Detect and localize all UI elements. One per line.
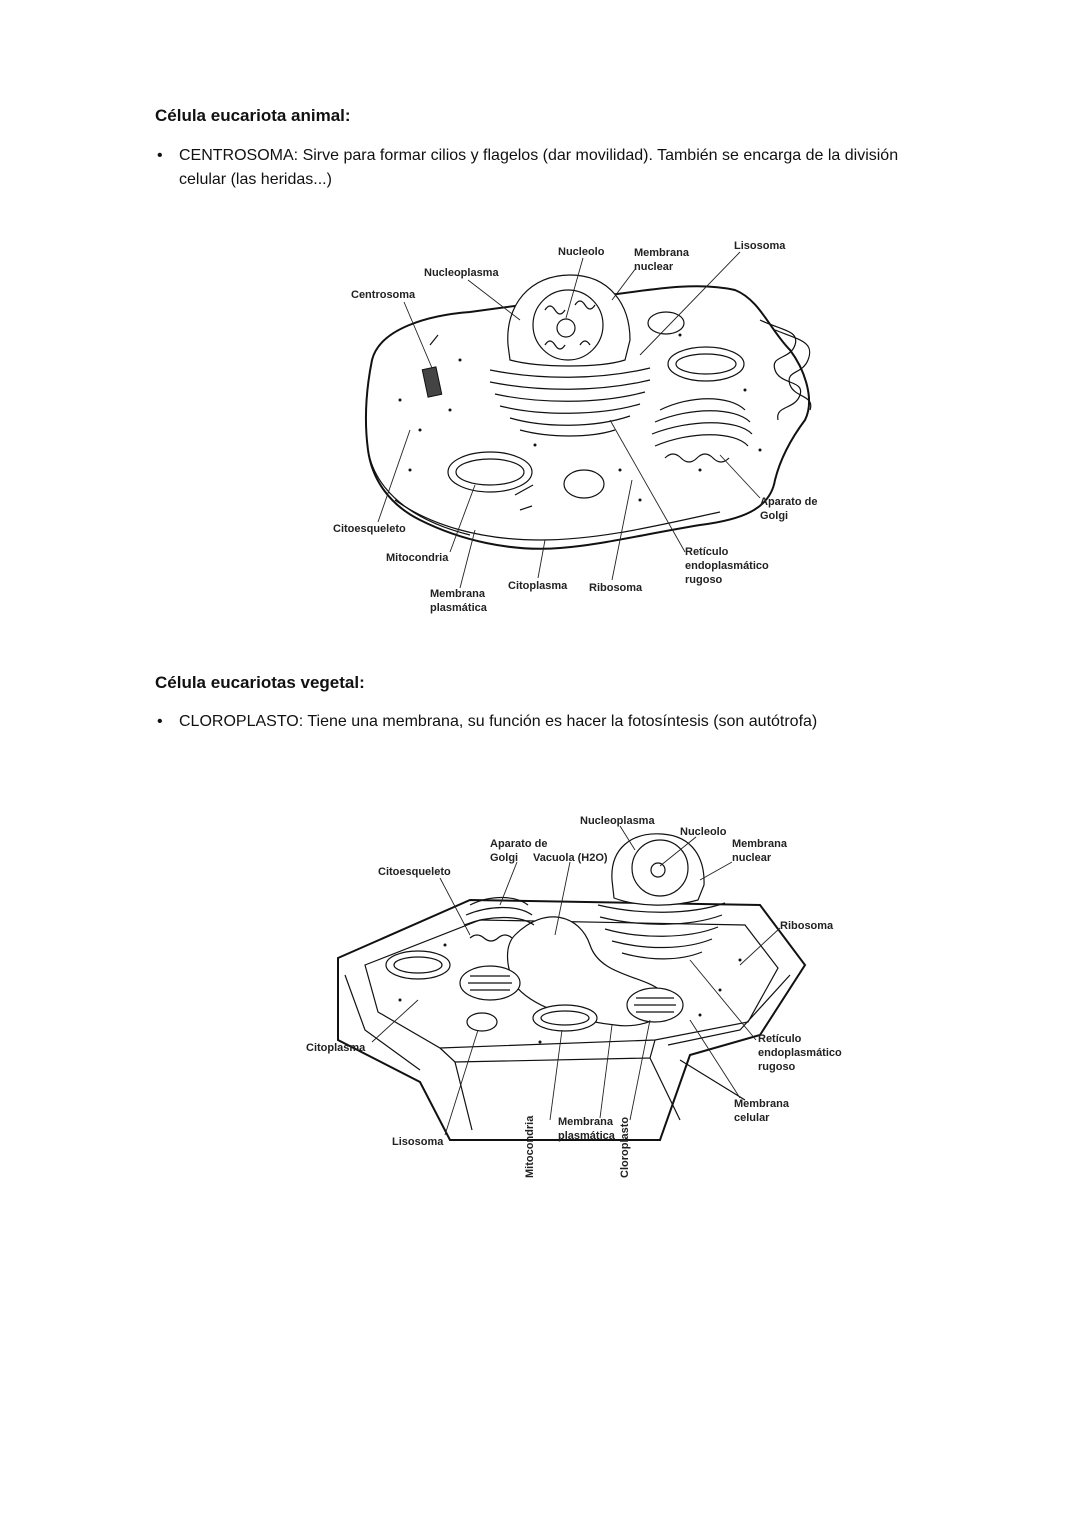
label-nucleolo: Nucleolo: [680, 826, 727, 838]
label-mitocondria: Mitocondria: [386, 552, 449, 564]
label-ribosoma: Ribosoma: [780, 920, 834, 932]
plant-chloroplast-thylakoids: [634, 997, 676, 1013]
label-membrana-celular: Membrana: [734, 1098, 790, 1110]
label-centrosoma: Centrosoma: [351, 289, 416, 301]
animal-chromatin: [544, 300, 596, 350]
label-nucleoplasma: Nucleoplasma: [424, 267, 499, 279]
animal-cell-edge: [367, 449, 471, 536]
cloroplasto-bullet-text: CLOROPLASTO: Tiene una membrana, su func…: [179, 713, 818, 730]
plant-mitochondrion: [532, 1004, 598, 1032]
plant-chloroplast-thylakoids: [468, 975, 512, 991]
label-reticulo: Retículo: [758, 1033, 802, 1045]
label-aparato-golgi: Golgi: [760, 510, 788, 522]
animal-mitochondrion: [447, 451, 533, 493]
animal-centrosome: [421, 366, 443, 398]
label-ribosoma: Ribosoma: [589, 582, 643, 594]
label-reticulo: rugoso: [758, 1061, 796, 1073]
plant-neighbor-cell: [439, 1039, 656, 1063]
label-membrana-nuclear: nuclear: [634, 261, 674, 273]
plant-ribosomes: [398, 943, 742, 1044]
label-lisosoma: Lisosoma: [734, 240, 786, 252]
animal-ribosomes: [398, 333, 762, 502]
animal-membrane-folds: [759, 319, 802, 421]
label-citoesqueleto: Citoesqueleto: [333, 523, 406, 535]
animal-mitochondrion-inner: [675, 353, 737, 375]
plant-mitochondrion: [385, 950, 451, 980]
label-membrana-plasmatica: Membrana: [430, 588, 486, 600]
label-nucleolo: Nucleolo: [558, 246, 605, 258]
plant-leader-lines: [371, 825, 781, 1136]
animal-rer: [489, 367, 651, 437]
label-membrana-plasmatica: plasmática: [430, 602, 488, 614]
label-membrana-celular: celular: [734, 1112, 770, 1124]
label-membrana-plasmatica: plasmática: [558, 1130, 616, 1142]
animal-nucleolus: [556, 318, 576, 338]
cloroplasto-bullet: • CLOROPLASTO: Tiene una membrana, su fu…: [157, 710, 947, 734]
animal-cell-diagram: Nucleolo Membrana nuclear Lisosoma Nucle…: [333, 240, 817, 614]
label-aparato-golgi: Aparato de: [490, 838, 547, 850]
animal-mitochondrion: [667, 346, 745, 382]
animal-membrane-folds: [774, 329, 812, 411]
label-citoplasma: Citoplasma: [306, 1042, 366, 1054]
bullet-dot: •: [157, 713, 163, 730]
plant-cell-diagram: Nucleoplasma Nucleolo Aparato de Golgi V…: [306, 815, 842, 1178]
centrosoma-bullet-text: CENTROSOMA: Sirve para formar cilios y f…: [179, 147, 899, 188]
label-citoplasma: Citoplasma: [508, 580, 568, 592]
label-reticulo: endoplasmático: [685, 560, 769, 572]
label-citoesqueleto: Citoesqueleto: [378, 866, 451, 878]
animal-lysosome: [647, 311, 685, 335]
plant-mitochondrion-inner: [393, 956, 443, 974]
label-aparato-golgi: Aparato de: [760, 496, 817, 508]
label-cloroplasto: Cloroplasto: [619, 1117, 631, 1178]
plant-neighbor-cell: [667, 974, 791, 1101]
animal-cytoskeleton: [429, 334, 534, 511]
plant-nucleolus: [650, 862, 666, 878]
plant-lysosome: [466, 1012, 498, 1032]
plant-neighbor-cell: [344, 974, 421, 1071]
bullet-dot: •: [157, 147, 163, 164]
plant-mitochondrion-inner: [540, 1010, 590, 1026]
label-nucleoplasma: Nucleoplasma: [580, 815, 655, 827]
animal-cell-edge: [394, 499, 721, 541]
animal-golgi: [651, 398, 753, 463]
label-lisosoma: Lisosoma: [392, 1136, 444, 1148]
plant-cell-heading: Célula eucariotas vegetal:: [155, 673, 365, 692]
label-membrana-nuclear: Membrana: [634, 247, 690, 259]
label-reticulo: endoplasmático: [758, 1047, 842, 1059]
animal-vesicle: [563, 469, 605, 499]
label-vacuola: Vacuola (H2O): [533, 852, 608, 864]
label-reticulo: rugoso: [685, 574, 723, 586]
plant-golgi: [463, 896, 535, 942]
animal-mitochondrion-inner: [455, 458, 525, 486]
animal-cell-heading: Célula eucariota animal:: [155, 106, 351, 125]
label-aparato-golgi: Golgi: [490, 852, 518, 864]
label-membrana-nuclear: nuclear: [732, 852, 772, 864]
centrosoma-bullet: • CENTROSOMA: Sirve para formar cilios y…: [157, 144, 947, 192]
label-membrana-nuclear: Membrana: [732, 838, 788, 850]
label-membrana-plasmatica: Membrana: [558, 1116, 614, 1128]
label-mitocondria: Mitocondria: [524, 1115, 536, 1178]
animal-leader-lines: [377, 251, 761, 589]
plant-neighbor-cell: [454, 1057, 681, 1131]
plant-rer: [597, 902, 726, 960]
label-reticulo: Retículo: [685, 546, 729, 558]
